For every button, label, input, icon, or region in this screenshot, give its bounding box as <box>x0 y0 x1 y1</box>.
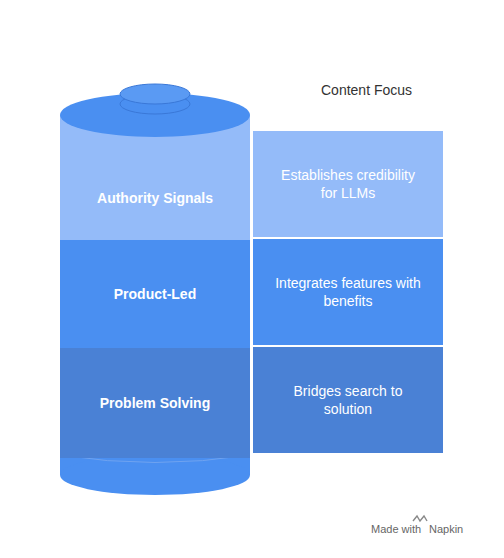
layer-label: Problem Solving <box>100 394 210 412</box>
cap-bottom <box>120 94 190 114</box>
layer-band: Problem Solving <box>60 348 250 458</box>
description-text: Integrates features with benefits <box>273 274 423 310</box>
napkin-logo <box>413 516 427 521</box>
layer-label: Authority Signals <box>97 189 213 207</box>
description-text: Bridges search to solution <box>273 382 423 418</box>
watermark: Made with <box>371 523 421 535</box>
cap-side <box>120 94 190 104</box>
cap-top <box>120 84 190 104</box>
description-cell: Integrates features with benefits <box>252 238 444 346</box>
description-cell: Bridges search to solution <box>252 346 444 454</box>
layer-label: Product-Led <box>114 285 196 303</box>
cylinder-bottom <box>60 455 250 495</box>
column-heading: Content Focus <box>290 82 450 98</box>
description-text: Establishes credibility for LLMs <box>273 166 423 202</box>
layer-band: Authority Signals <box>60 115 250 240</box>
layer-band: Product-Led <box>60 240 250 348</box>
description-cell: Establishes credibility for LLMs <box>252 130 444 238</box>
watermark: Napkin <box>429 523 463 535</box>
